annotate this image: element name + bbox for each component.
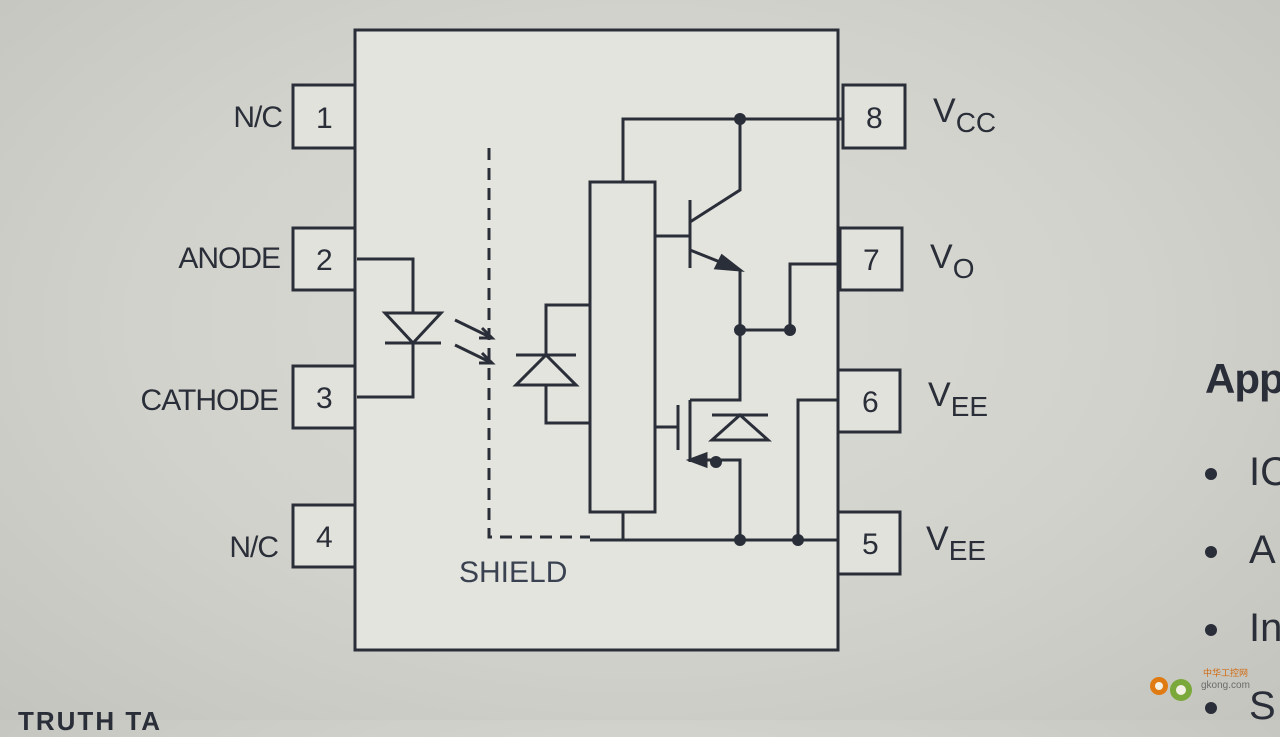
- vcc-rail: [621, 117, 843, 182]
- shield-line: [487, 148, 590, 539]
- pin-6-number: 6: [862, 386, 879, 419]
- pin-7-label: VO: [930, 238, 974, 284]
- pin-1-number: 1: [316, 102, 333, 135]
- led-symbol: [357, 257, 445, 399]
- bullet-dot: [1205, 468, 1217, 481]
- pin-2-number: 2: [316, 244, 333, 277]
- vo-line: [740, 262, 840, 332]
- gear-logo-icon: [1150, 677, 1192, 701]
- pin-5-label: VEE: [926, 520, 986, 566]
- optocoupler-diagram: 1 2 3 4 5 6 7 8 N/C ANODE CATHODE N/C VC…: [141, 28, 996, 652]
- bullet-dot: [1205, 624, 1217, 637]
- junction-dots: [710, 113, 804, 546]
- bullet-dot: [1205, 546, 1217, 559]
- pin-5-number: 5: [862, 528, 879, 561]
- pin-2-label: ANODE: [178, 242, 280, 275]
- pin-5-box: [836, 510, 902, 576]
- pin-6-label: VEE: [928, 376, 988, 422]
- pin-3-box: [291, 364, 357, 430]
- pin-7-number: 7: [863, 244, 880, 277]
- photodiode-symbol: [512, 303, 590, 425]
- bullet-item: In: [1205, 606, 1280, 651]
- watermark-brand: 中华工控网: [1203, 668, 1249, 678]
- bullet-dot: [1205, 702, 1217, 715]
- pin-3-number: 3: [316, 382, 333, 415]
- watermark-url: gkong.com: [1201, 680, 1250, 691]
- side-panel: App IC A In S: [1205, 355, 1280, 728]
- shield-label: SHIELD: [459, 556, 567, 589]
- light-arrows: [454, 318, 496, 365]
- truth-table-heading: TRUTH TA: [18, 706, 163, 736]
- npn-transistor: [655, 119, 745, 330]
- pin-8-box: [841, 83, 907, 150]
- pin-8-label: VCC: [933, 92, 996, 138]
- pin-4-number: 4: [316, 521, 333, 554]
- bullet-item: IC: [1205, 450, 1280, 495]
- amplifier-block: [588, 180, 657, 514]
- vee-pin6-line: [796, 398, 838, 540]
- pin-1-box: [291, 83, 357, 150]
- pin-4-box: [291, 503, 357, 569]
- pin-8-number: 8: [866, 102, 883, 135]
- pin-2-box: [291, 226, 357, 292]
- side-title: App: [1205, 355, 1280, 402]
- pin-4-label: N/C: [229, 531, 278, 564]
- bullet-item: A: [1205, 528, 1276, 573]
- mosfet: [655, 330, 742, 540]
- body-diode: [708, 412, 772, 442]
- pin-7-box: [838, 226, 904, 292]
- pin-1-label: N/C: [233, 101, 282, 134]
- pin-3-label: CATHODE: [141, 384, 278, 417]
- watermark: 中华工控网 gkong.com: [1145, 668, 1250, 713]
